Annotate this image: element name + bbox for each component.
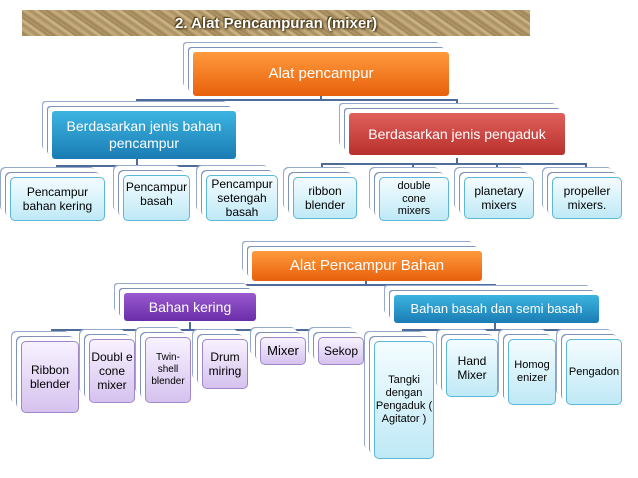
bottom-leaf-ribbon-blender: Ribbon blender	[21, 341, 79, 413]
bottom-leaf-label: Mixer	[267, 343, 299, 359]
top-leaf-label: double cone mixers	[397, 179, 431, 218]
bottom-leaf-label: Ribbon blender	[29, 362, 71, 391]
bottom-leaf-label: Homog enizer	[514, 359, 550, 384]
bottom-leaf-double-cone: Doubl e cone mixer	[89, 339, 135, 403]
page-title: 2. Alat Pencampuran (mixer)	[174, 14, 377, 32]
top-left-branch-node: Berdasarkan jenis bahan pencampur	[52, 111, 236, 159]
top-leaf-label: Pencampur basah	[125, 180, 188, 209]
title-banner: 2. Alat Pencampuran (mixer)	[22, 10, 530, 36]
bottom-right-branch-label: Bahan basah dan semi basah	[410, 301, 583, 317]
top-leaf-label: ribbon blender	[304, 183, 346, 212]
bottom-leaf-drum-miring: Drum miring	[202, 339, 248, 389]
top-right-branch-node: Berdasarkan jenis pengaduk	[349, 113, 565, 155]
bottom-leaf-hand-mixer: Hand Mixer	[446, 339, 498, 397]
bottom-root-node: Alat Pencampur Bahan	[252, 251, 482, 281]
bottom-leaf-label: Doubl e cone mixer	[91, 349, 133, 393]
bottom-leaf-label: Twin-shell blender	[151, 352, 185, 387]
bottom-leaf-mixer: Mixer	[260, 337, 306, 365]
bottom-leaf-label: Sekop	[323, 343, 359, 358]
bottom-root-label: Alat Pencampur Bahan	[289, 257, 445, 275]
top-leaf-double-cone: double cone mixers	[379, 177, 449, 221]
bottom-left-branch-node: Bahan kering	[124, 293, 256, 321]
bottom-right-branch-node: Bahan basah dan semi basah	[394, 295, 599, 323]
bottom-left-branch-label: Bahan kering	[148, 298, 232, 315]
top-leaf-label: propeller mixers.	[563, 183, 611, 212]
bottom-leaf-tangki-agitator: Tangki dengan Pengaduk ( Agitator )	[374, 341, 434, 459]
bottom-leaf-label: Drum miring	[208, 349, 242, 378]
top-leaf-planetary: planetary mixers	[464, 177, 534, 219]
top-leaf-ribbon-blender: ribbon blender	[293, 177, 357, 219]
top-root-label: Alat pencampur	[268, 65, 374, 83]
bottom-leaf-label: Hand Mixer	[457, 353, 487, 382]
top-right-branch-label: Berdasarkan jenis pengaduk	[368, 125, 546, 142]
top-left-branch-label: Berdasarkan jenis bahan pencampur	[66, 118, 222, 151]
top-leaf-label: planetary mixers	[474, 183, 524, 212]
top-leaf-label: Pencampur setengah basah	[211, 176, 273, 220]
bottom-leaf-pengadon: Pengadon	[566, 339, 622, 405]
top-root-node: Alat pencampur	[193, 52, 449, 96]
bottom-leaf-twin-shell: Twin-shell blender	[145, 337, 191, 403]
top-leaf-bahan-kering: Pencampur bahan kering	[10, 177, 105, 221]
bottom-leaf-homogenizer: Homog enizer	[508, 339, 556, 405]
top-leaf-setengah-basah: Pencampur setengah basah	[206, 175, 278, 221]
bottom-leaf-label: Tangki dengan Pengaduk ( Agitator )	[375, 374, 433, 425]
top-leaf-label: Pencampur bahan kering	[22, 184, 93, 213]
bottom-leaf-label: Pengadon	[568, 365, 620, 378]
top-leaf-propeller: propeller mixers.	[552, 177, 622, 219]
top-leaf-basah: Pencampur basah	[123, 175, 190, 221]
bottom-leaf-sekop: Sekop	[318, 337, 364, 365]
